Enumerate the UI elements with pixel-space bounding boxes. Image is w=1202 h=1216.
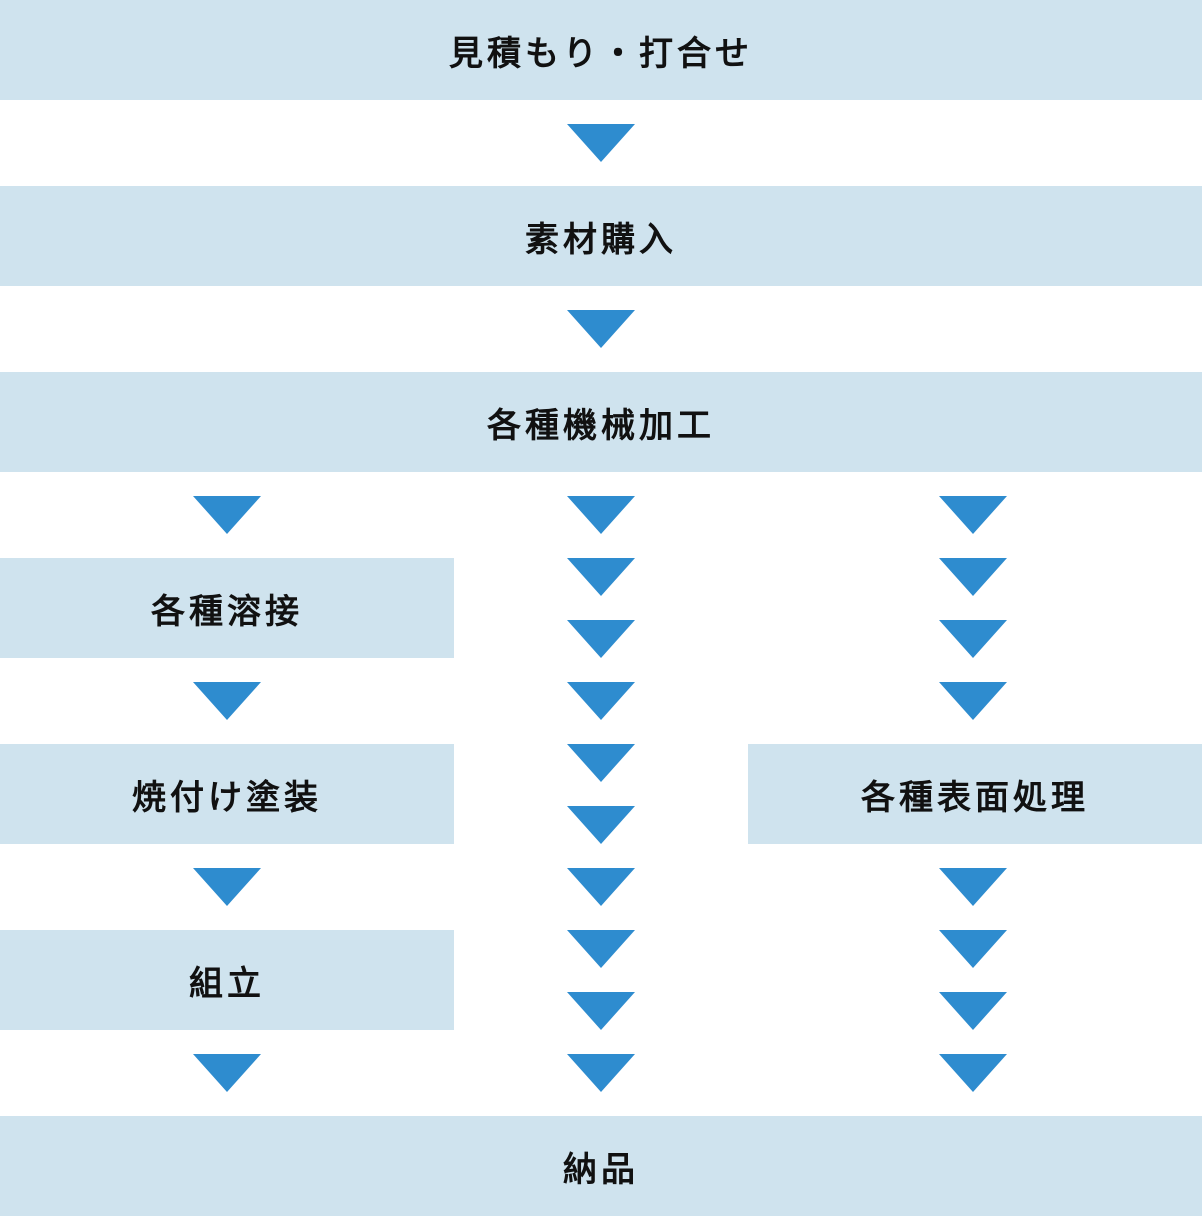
arrow-down-icon — [193, 496, 261, 534]
arrow-down-icon — [193, 1054, 261, 1092]
arrow-down-icon — [567, 682, 635, 720]
arrow-down-icon — [193, 682, 261, 720]
arrow-down-icon — [939, 1054, 1007, 1092]
arrow-down-icon — [939, 558, 1007, 596]
arrow-down-icon — [567, 558, 635, 596]
step-painting-label: 焼付け塗装 — [132, 777, 322, 818]
step-assembly-label: 組立 — [189, 963, 265, 1004]
arrow-down-icon — [939, 682, 1007, 720]
step-estimate-label: 見積もり・打合せ — [449, 33, 753, 74]
step-surface-treatment: 各種表面処理 — [748, 744, 1202, 844]
arrow-down-icon — [567, 806, 635, 844]
arrow-down-icon — [567, 620, 635, 658]
step-machining-label: 各種機械加工 — [487, 405, 715, 446]
arrow-down-icon — [567, 930, 635, 968]
step-welding-label: 各種溶接 — [151, 591, 303, 632]
arrow-down-icon — [567, 744, 635, 782]
arrow-down-icon — [939, 620, 1007, 658]
arrow-down-icon — [567, 992, 635, 1030]
step-welding: 各種溶接 — [0, 558, 454, 658]
arrow-down-icon — [939, 992, 1007, 1030]
arrow-down-icon — [939, 930, 1007, 968]
arrow-down-icon — [939, 868, 1007, 906]
step-delivery: 納品 — [0, 1116, 1202, 1216]
arrow-down-icon — [567, 496, 635, 534]
step-painting: 焼付け塗装 — [0, 744, 454, 844]
arrow-down-icon — [567, 310, 635, 348]
step-material: 素材購入 — [0, 186, 1202, 286]
step-estimate: 見積もり・打合せ — [0, 0, 1202, 100]
step-machining: 各種機械加工 — [0, 372, 1202, 472]
arrow-down-icon — [939, 496, 1007, 534]
arrow-down-icon — [567, 1054, 635, 1092]
arrow-down-icon — [567, 868, 635, 906]
step-surface-treatment-label: 各種表面処理 — [861, 777, 1089, 818]
step-delivery-label: 納品 — [563, 1149, 639, 1190]
arrow-down-icon — [193, 868, 261, 906]
step-assembly: 組立 — [0, 930, 454, 1030]
arrow-down-icon — [567, 124, 635, 162]
step-material-label: 素材購入 — [525, 219, 677, 260]
